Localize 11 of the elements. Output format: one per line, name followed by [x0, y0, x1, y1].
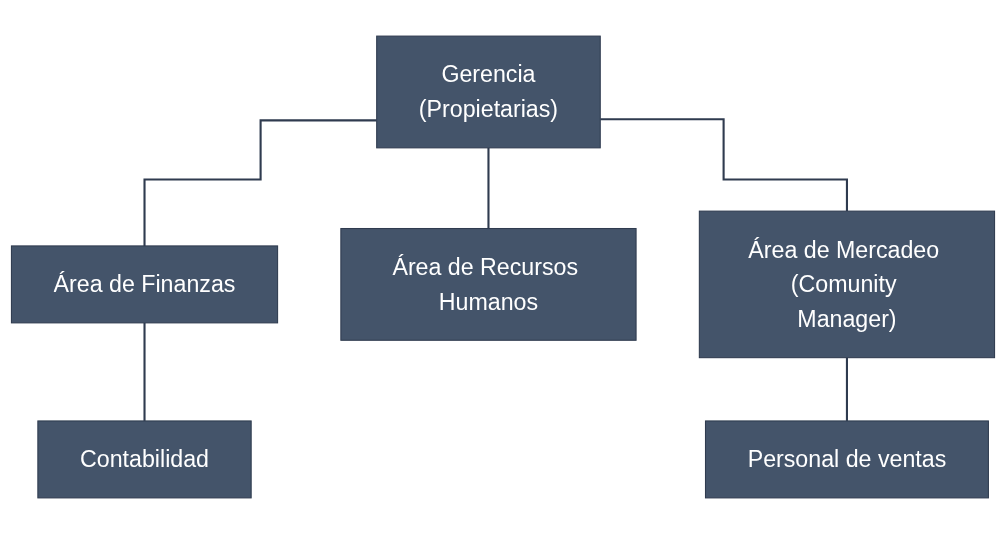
connector	[845, 356, 848, 422]
node-box: Área de Recursos Humanos	[339, 227, 637, 341]
node-box: Área de Mercadeo (Comunity Manager)	[698, 210, 995, 358]
node-box: Área de Finanzas	[10, 244, 278, 323]
connector	[486, 146, 490, 230]
connector	[142, 321, 146, 422]
node-box: Gerencia (Propietarias)	[375, 35, 601, 148]
node-box: Personal de ventas	[704, 419, 989, 498]
node-box: Contabilidad	[36, 419, 252, 498]
connector	[599, 117, 848, 212]
connector	[142, 118, 377, 247]
